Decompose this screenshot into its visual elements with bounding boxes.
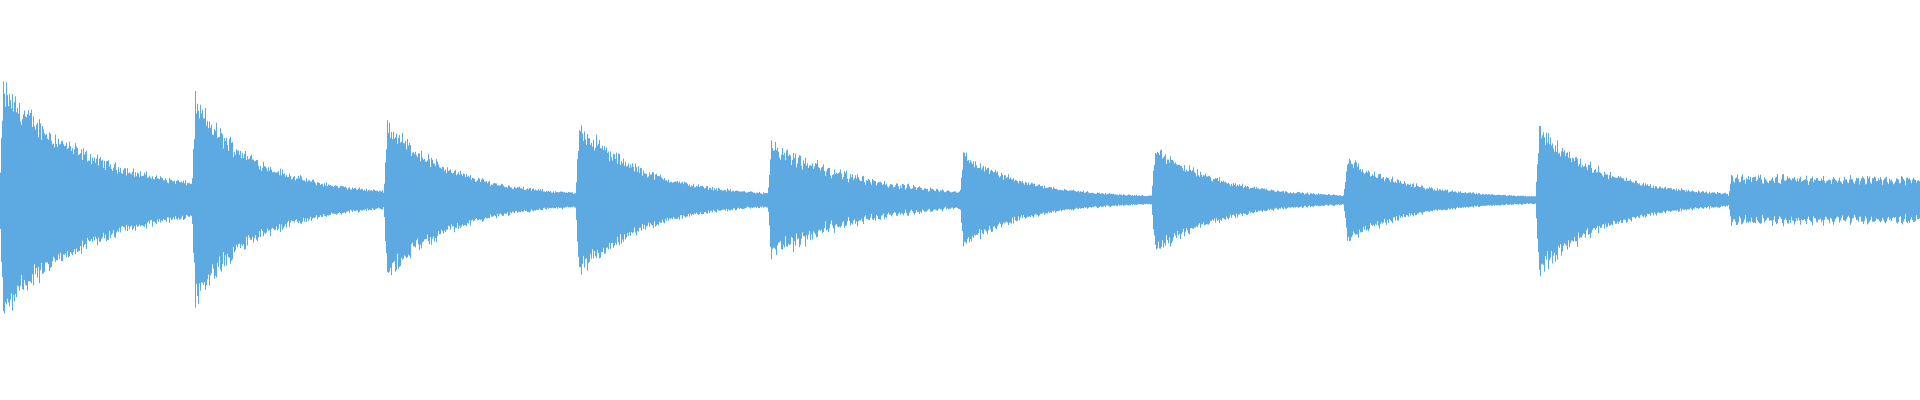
waveform-segment-7 — [1152, 149, 1344, 250]
waveform-segment-3 — [384, 120, 576, 276]
waveform-segment-10 — [1728, 174, 1920, 227]
waveform-segment-1 — [0, 81, 192, 314]
waveform-segment-6 — [960, 152, 1152, 247]
waveform-segment-4 — [576, 125, 768, 275]
waveform-segment-5 — [768, 140, 960, 260]
waveform-segment-2 — [192, 91, 384, 308]
waveform-segment-9 — [1536, 126, 1728, 277]
waveform-segment-8 — [1344, 158, 1536, 242]
